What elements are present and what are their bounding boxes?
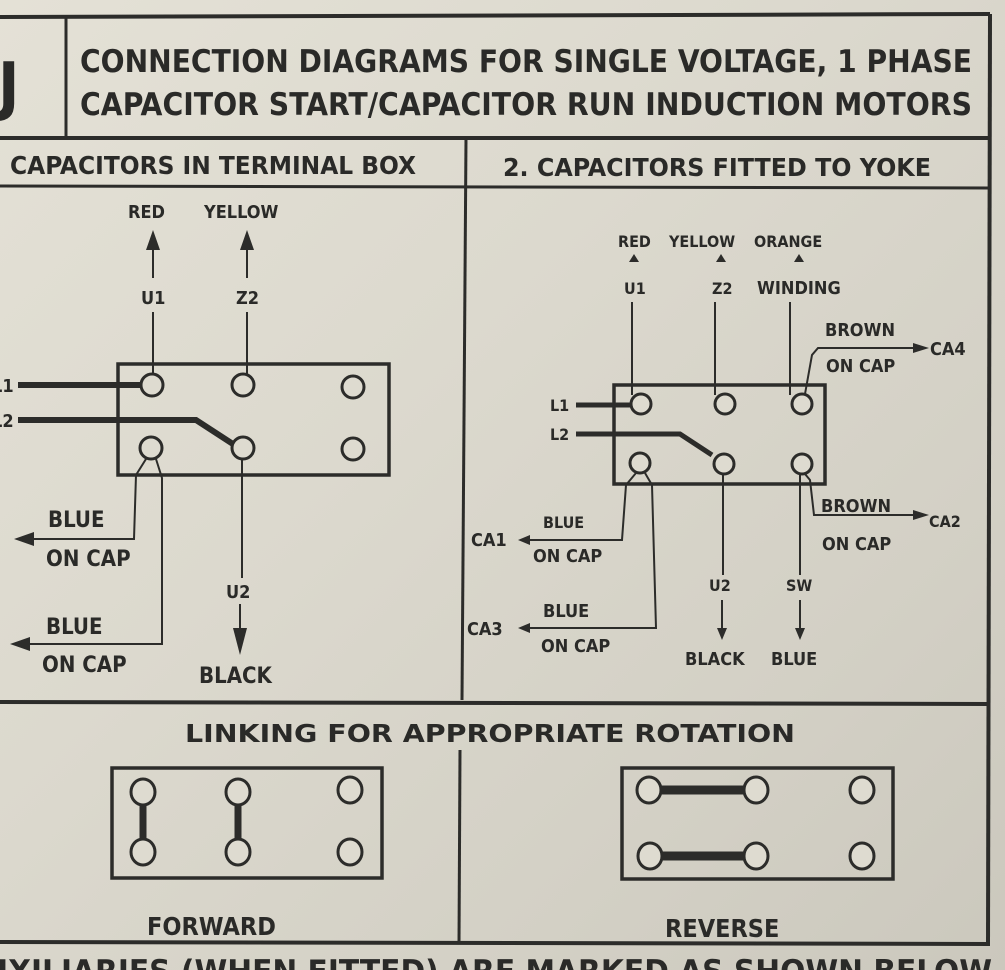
frame-lines [0,12,992,946]
panel2-terminal-u1: U1 [624,279,646,298]
panel2-brown-lead-1-line2: ON CAP [826,356,895,377]
arrow-left-icon [10,637,30,651]
panel2-supply-label-l1: L1 [550,396,569,415]
panel2-lead-orange-color: ORANGE [754,232,822,251]
panel1-cap-lead-2-line2: ON CAP [42,653,127,678]
arrow-left-icon [14,532,34,546]
panel2-heading: 2. CAPACITORS FITTED TO YOKE [503,153,931,182]
panel2-terminal-stud [790,452,814,476]
panel1-diagram: RED YELLOW U1 Z2 L1 L2 BLUE ON CAP BLUE … [0,202,391,689]
title-line-2: CAPACITOR START/CAPACITOR RUN INDUCTION … [80,87,972,123]
arrow-up-icon [716,254,726,262]
panel2-brown-lead-1-line1: BROWN [825,320,895,341]
panel1-terminal-stud [230,435,256,461]
panel1-terminal-stud [138,435,164,461]
subheading-bottom-border [0,184,991,190]
panel1-terminal-stud [230,372,256,398]
terminal-stud [742,775,770,805]
terminal-stud [336,775,364,805]
panel2-terminal-stud [790,392,814,416]
arrow-down-icon [717,628,727,640]
arrow-right-icon [913,343,929,353]
panel2-brown-lead-2-line1: BROWN [821,496,891,517]
terminal-stud [848,775,876,805]
panel1-lead-black-color: BLACK [199,664,273,689]
panel1-terminal-u1: U1 [141,288,165,309]
panel2-blue-lead-2-line2: ON CAP [541,636,610,657]
panel2-supply-label-l2: L2 [550,425,569,444]
panel1-cap-lead-2-line1: BLUE [46,615,103,640]
terminal-stud [224,777,252,807]
section-letter: J [0,50,19,124]
arrow-up-icon [794,254,804,262]
arrow-up-icon [629,254,639,262]
terminal-stud [636,841,664,871]
panel1-terminal-stud [340,436,366,462]
arrow-down-icon [233,628,247,655]
panel2-target-ca3: CA3 [467,619,503,640]
panel1-cap-lead-1-line2: ON CAP [46,547,131,572]
arrow-left-icon [518,623,530,633]
panel1-cap-lead-1-line1: BLUE [48,508,105,533]
panel2-target-ca2: CA2 [929,512,961,531]
forward-link-diagram: FORWARD [110,766,384,941]
panel2-lead-black-color: BLACK [685,649,746,670]
reverse-link-diagram: REVERSE [620,766,895,943]
panel1-terminal-u2: U2 [226,582,250,603]
panel2-diagram: RED YELLOW ORANGE U1 Z2 WINDING L1 L2 BR… [467,232,966,670]
title-line-1: CONNECTION DIAGRAMS FOR SINGLE VOLTAGE, … [80,44,972,80]
terminal-stud [635,775,663,805]
panel2-blue-lead-1-line1: BLUE [543,513,584,532]
linking-top-border [0,700,991,706]
linking-heading: LINKING FOR APPROPRIATE ROTATION [185,719,795,748]
terminal-stud [848,841,876,871]
panel2-terminal-stud [713,392,737,416]
arrow-down-icon [795,628,805,640]
terminal-stud [224,837,252,867]
footer-top-border [0,940,991,946]
terminal-stud [742,841,770,871]
panel1-supply-l2 [18,417,238,449]
panel1-terminal-z2: Z2 [236,288,259,309]
panel2-target-ca4: CA4 [930,339,966,360]
panel2-blue-lead-2-line1: BLUE [543,601,589,622]
reverse-label: REVERSE [665,914,779,943]
panel2-brown-lead-2-line2: ON CAP [822,534,891,555]
panel2-lead-blue-color: BLUE [771,649,817,670]
panel2-blue-lead-1-line2: ON CAP [533,546,602,567]
terminal-stud [129,777,157,807]
panel2-terminal-sw: SW [786,576,812,595]
panel2-winding-label: WINDING [757,278,841,299]
panel-divider [460,137,468,701]
panel1-terminal-stud [340,374,366,400]
arrow-right-icon [913,510,929,520]
arrow-up-icon [146,230,160,250]
linking-divider [457,749,462,945]
panel2-terminal-stud [712,452,736,476]
panel2-lead-yellow-color: YELLOW [668,232,735,251]
frame-top-border [0,12,991,19]
panel2-terminal-u2: U2 [709,576,731,595]
panel2-lead-red-color: RED [618,232,651,251]
panel2-target-ca1: CA1 [471,530,507,551]
frame-right-border [986,13,992,945]
panel1-terminal-stud [139,372,165,398]
footer-text: AUXILIARIES (WHEN FITTED) ARE MARKED AS … [0,954,992,970]
forward-label: FORWARD [147,912,276,941]
panel2-supply-l2 [576,431,714,458]
panel1-supply-label-l2: L2 [0,411,14,432]
panel1-lead-red-color: RED [128,202,165,223]
panel1-supply-label-l1: L1 [0,376,14,397]
panel2-terminal-stud [628,451,652,475]
terminal-stud [129,837,157,867]
panel2-terminal-z2: Z2 [712,279,732,298]
panel2-terminal-stud [629,392,653,416]
panel1-lead-yellow-color: YELLOW [203,202,279,223]
arrow-up-icon [240,230,254,250]
terminal-stud [336,837,364,867]
panel1-heading: CAPACITORS IN TERMINAL BOX [10,151,416,180]
arrow-left-icon [518,535,530,545]
